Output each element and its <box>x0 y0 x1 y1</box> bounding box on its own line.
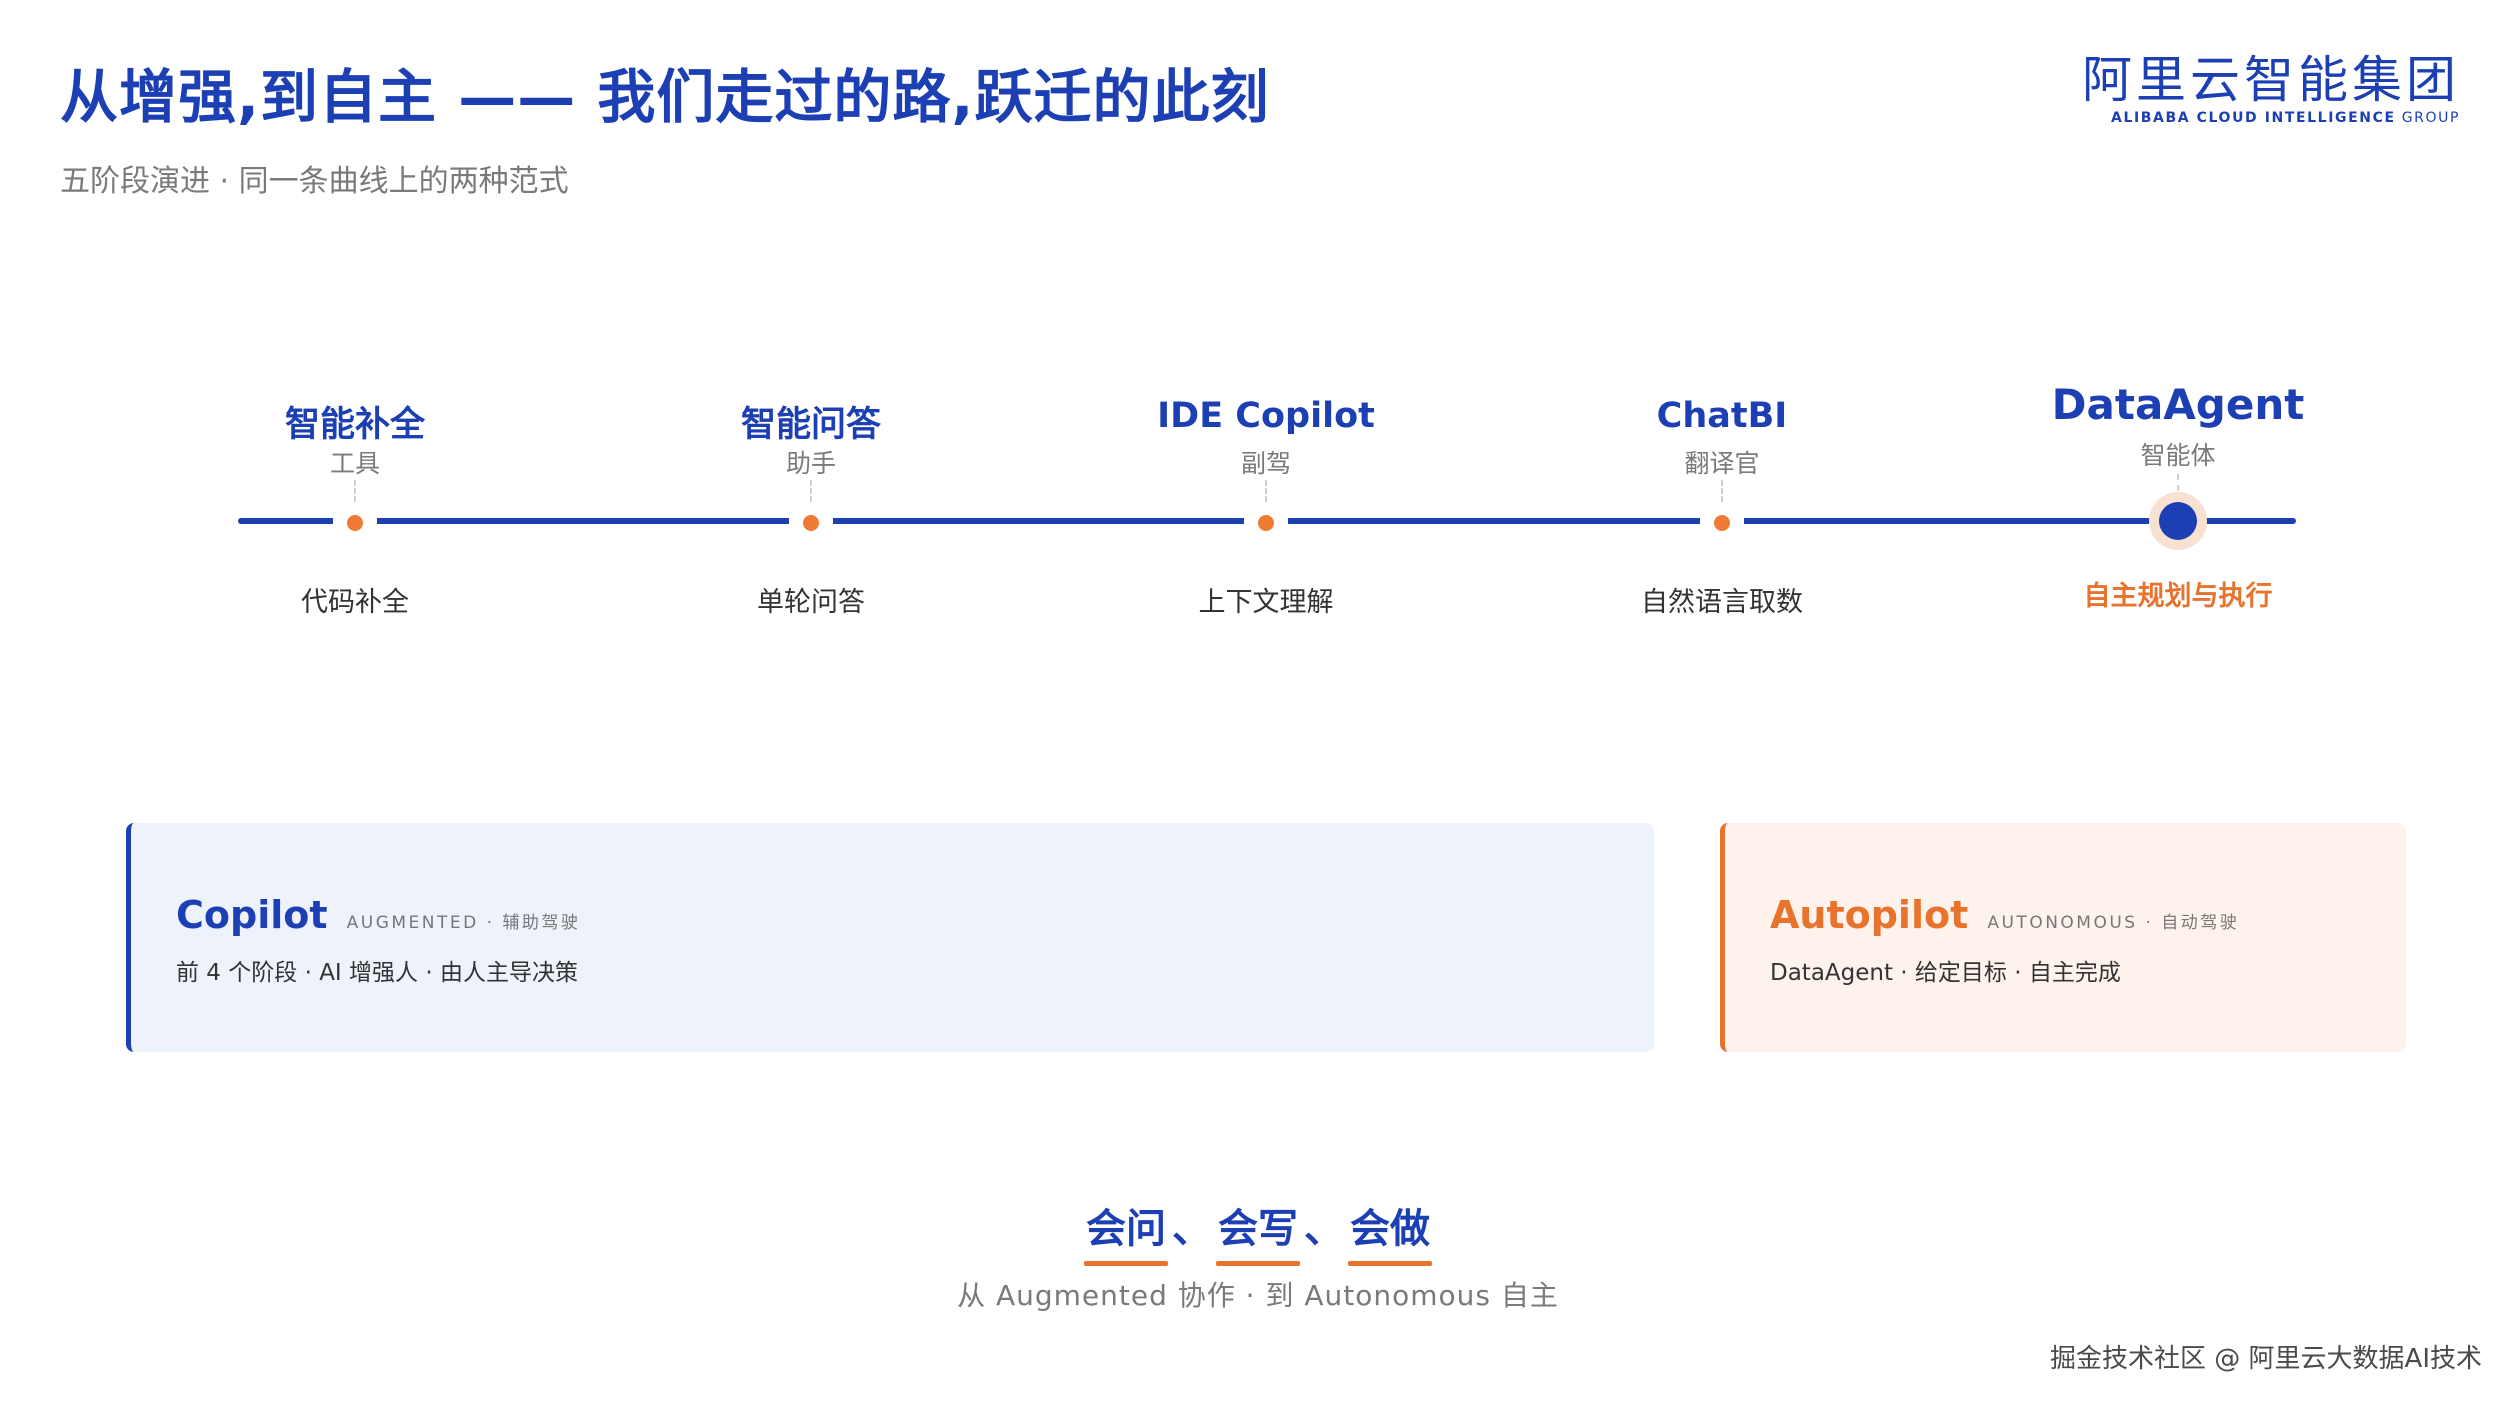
page-subtitle: 五阶段演进 · 同一条曲线上的两种范式 <box>60 164 569 199</box>
stage-role: 助手 <box>785 449 836 478</box>
stage-desc-5: 自主规划与执行 <box>2083 581 2273 612</box>
autopilot-card-header: Autopilot AUTONOMOUS · 自动驾驶 <box>1770 893 2239 937</box>
stage-connector <box>810 480 812 502</box>
copilot-card: Copilot AUGMENTED · 辅助驾驶 前 4 个阶段 · AI 增强… <box>126 823 1654 1052</box>
copilot-title: Copilot <box>176 893 328 937</box>
stage-desc-4: 自然语言取数 <box>1641 587 1803 618</box>
stage-dot-2 <box>799 511 823 535</box>
stage-dot-1 <box>343 511 367 535</box>
stage-desc-3: 上下文理解 <box>1198 587 1334 618</box>
autopilot-title: Autopilot <box>1770 893 1969 937</box>
motto: 会问、会写、会做 <box>0 1196 2516 1266</box>
stage-desc-2: 单轮问答 <box>757 587 865 618</box>
motto-separator: 、 <box>1172 1206 1212 1252</box>
company-logo: 阿里云智能集团 ALIBABA CLOUD INTELLIGENCE GROUP <box>2082 52 2460 126</box>
logo-english-text: ALIBABA CLOUD INTELLIGENCE GROUP <box>2111 110 2460 126</box>
stage-name: ChatBI <box>1656 396 1788 436</box>
stage-dot-4 <box>1710 511 1734 535</box>
stage-name: 智能问答 <box>740 405 881 445</box>
autopilot-description: DataAgent · 给定目标 · 自主完成 <box>1770 960 2121 986</box>
stage-dot-5-active <box>2159 502 2197 540</box>
copilot-card-header: Copilot AUGMENTED · 辅助驾驶 <box>176 893 580 937</box>
autopilot-tag: AUTONOMOUS · 自动驾驶 <box>1987 913 2240 933</box>
stage-name: IDE Copilot <box>1157 396 1375 436</box>
page-title: 从增强,到自主 —— 我们走过的路,跃迁的此刻 <box>60 63 1270 131</box>
stage-connector <box>2177 474 2179 502</box>
stage-connector <box>1721 480 1723 502</box>
motto-word-write: 会写 <box>1216 1196 1300 1266</box>
stage-name: 智能补全 <box>284 405 425 445</box>
stage-connector <box>1265 480 1267 502</box>
stage-role: 智能体 <box>2140 441 2216 470</box>
motto-subtitle: 从 Augmented 协作 · 到 Autonomous 自主 <box>957 1279 1559 1312</box>
logo-chinese-text: 阿里云智能集团 <box>2082 51 2460 109</box>
copilot-tag: AUGMENTED · 辅助驾驶 <box>346 913 581 933</box>
stage-role: 翻译官 <box>1684 449 1760 478</box>
stage-name: DataAgent <box>2051 380 2305 429</box>
stage-connector <box>354 480 356 502</box>
motto-separator: 、 <box>1304 1206 1344 1252</box>
stage-role: 工具 <box>329 449 380 478</box>
motto-word-ask: 会问 <box>1084 1196 1168 1266</box>
watermark: 掘金技术社区 @ 阿里云大数据AI技术 <box>2050 1344 2482 1374</box>
stage-desc-1: 代码补全 <box>301 587 409 618</box>
stage-dot-3 <box>1254 511 1278 535</box>
motto-word-do: 会做 <box>1348 1196 1432 1266</box>
stage-role: 副驾 <box>1240 449 1291 478</box>
copilot-description: 前 4 个阶段 · AI 增强人 · 由人主导决策 <box>176 960 578 986</box>
autopilot-card: Autopilot AUTONOMOUS · 自动驾驶 DataAgent · … <box>1720 823 2406 1052</box>
